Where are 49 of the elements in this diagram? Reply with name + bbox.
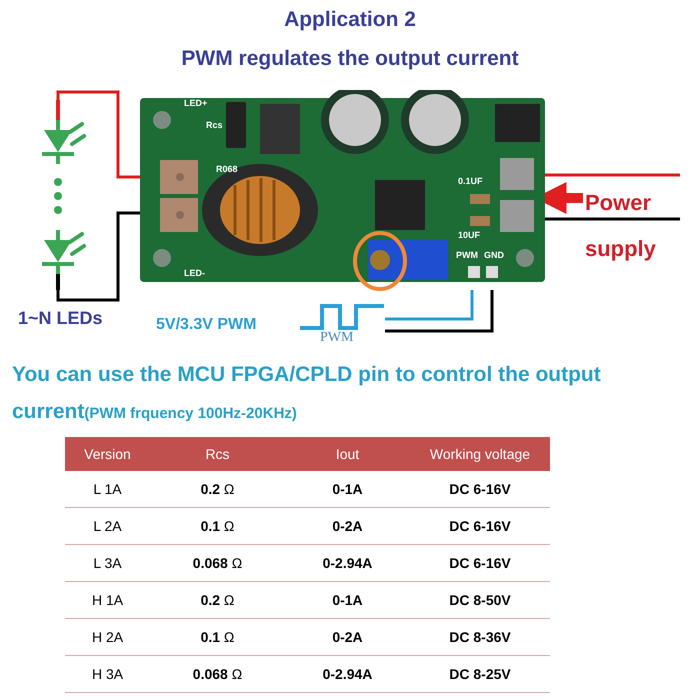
table-cell-text: DC 8-50V (448, 590, 512, 610)
table-cell-text: 0.2 Ω (200, 590, 236, 610)
table-cell-text: DC 6-16V (448, 516, 512, 536)
table-cell-text: L 3A (92, 554, 123, 572)
silkscreen-label: 10UF (458, 230, 480, 241)
table-cell-text: 0.068 Ω (192, 554, 244, 572)
waveform-label: PWM (320, 330, 354, 346)
silkscreen-label: LED- (184, 268, 205, 279)
table-cell-text: 0.1 Ω (200, 516, 236, 536)
wire (545, 218, 680, 220)
wire (385, 290, 494, 332)
wire (545, 174, 680, 176)
table-cell-text: 0-2.94A (322, 554, 374, 572)
silkscreen-label: R068 (216, 164, 238, 175)
title: Application 2 (283, 7, 417, 33)
wire (385, 290, 474, 320)
pwm-input-label: 5V/3.3V PWM (156, 315, 256, 335)
description-text: You can use the MCU FPGA/CPLD pin to control the output current(PWM frquency 100Hz-20KHz) (12, 362, 602, 425)
table-cell-text: 0.1 Ω (200, 628, 236, 646)
table-cell-text: 0-1A (331, 590, 364, 610)
table-cell-text: L 2A (92, 516, 123, 536)
power-supply-label: Power supply (585, 189, 657, 263)
table-header-cell-text: Iout (334, 444, 360, 464)
table-cell-text: DC 6-16V (448, 480, 512, 498)
silkscreen-label: LED+ (184, 98, 208, 109)
table-cell-text: 0-2A (331, 516, 364, 536)
table-cell-text: DC 8-36V (448, 628, 512, 646)
subtitle: PWM regulates the output current (180, 46, 520, 72)
table-cell-text: DC 6-16V (448, 554, 512, 572)
table-cell-text: 0-1A (331, 480, 364, 498)
table-header-cell-text: Version (83, 444, 132, 464)
table-header-cell-text: Rcs (204, 444, 231, 464)
table-cell-text: L 1A (92, 480, 123, 498)
silkscreen-label: 0.1UF (458, 176, 483, 187)
silkscreen-label: PWM (456, 250, 478, 261)
silkscreen-label: GND (484, 250, 504, 261)
table-cell-text: 0-2A (331, 628, 364, 646)
table-cell-text: H 1A (90, 590, 124, 610)
table-cell-text: 0.2 Ω (200, 480, 236, 498)
table-header-cell-text: Working voltage (428, 444, 532, 464)
table-cell-text: 0.068 Ω (192, 664, 244, 684)
table-cell-text: 0-2.94A (322, 664, 374, 684)
table-cell-text: H 2A (90, 628, 124, 646)
wire (56, 212, 140, 302)
table-cell-text: DC 8-25V (448, 664, 512, 684)
led-count-label: 1~N LEDs (18, 307, 103, 330)
table-cell-text: H 3A (90, 664, 124, 684)
silkscreen-label: Rcs (206, 120, 223, 131)
wire (56, 90, 140, 178)
